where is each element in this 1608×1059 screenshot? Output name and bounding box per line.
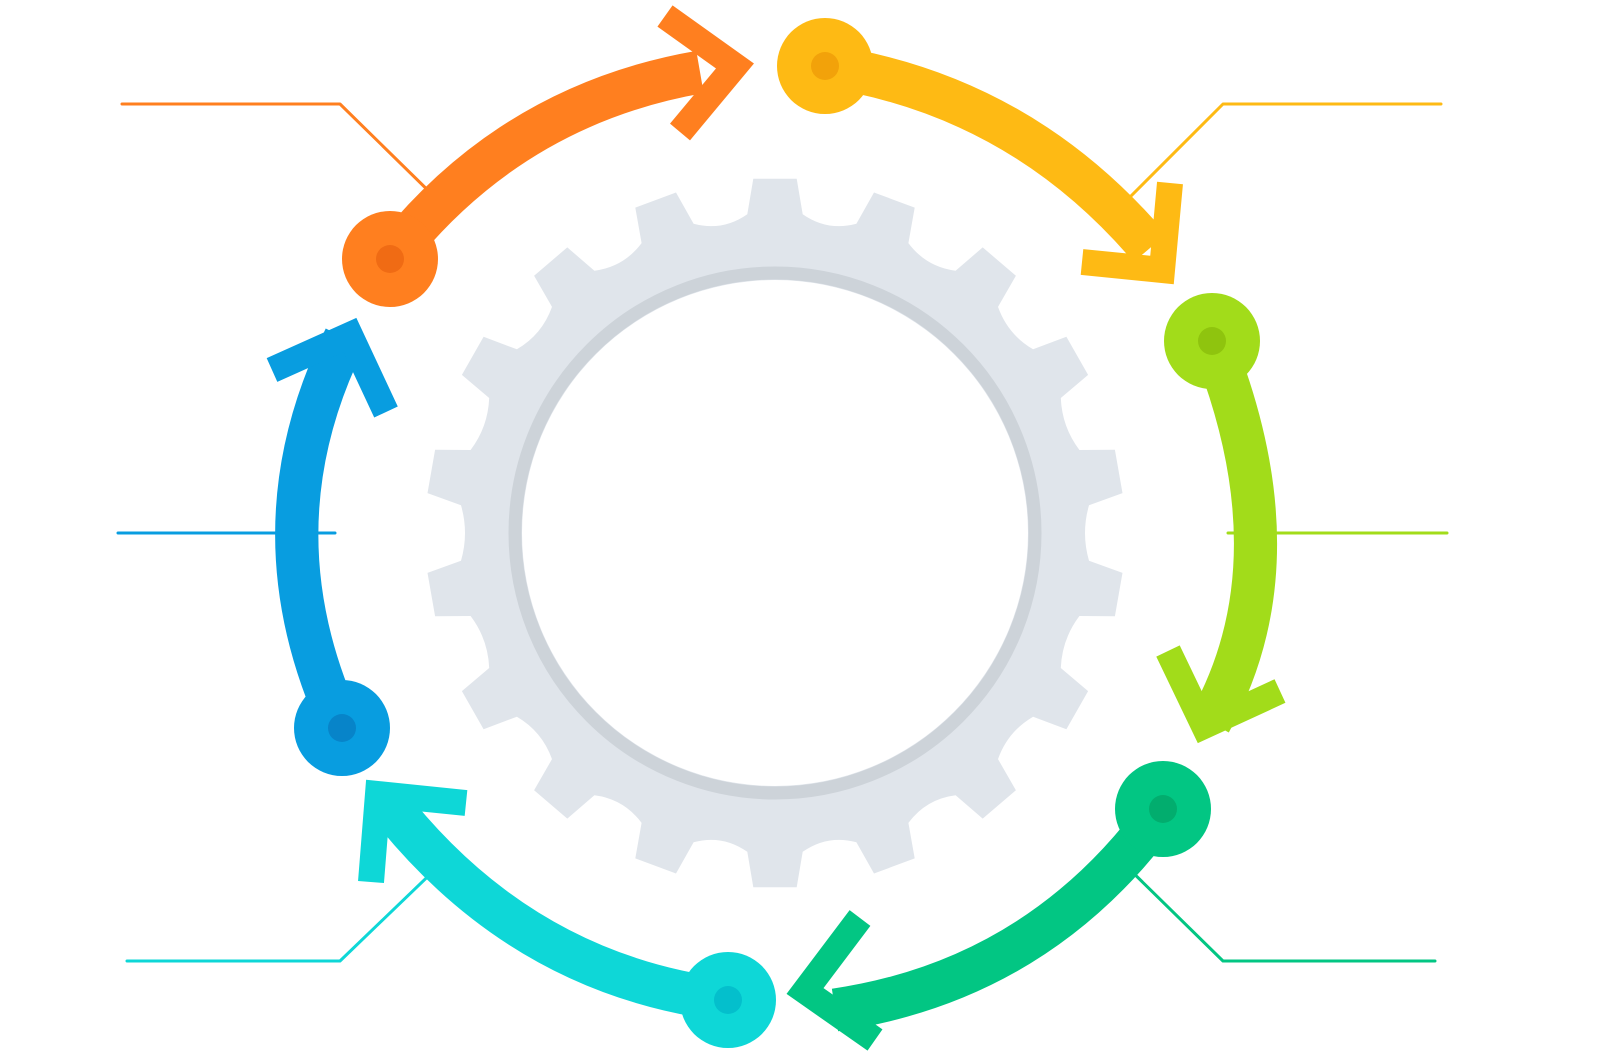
arrow-step-6 — [266, 317, 398, 776]
arrow-step-1 — [342, 5, 754, 307]
arrow-step-2 — [777, 18, 1183, 285]
node-dot-step-2 — [811, 52, 839, 80]
arrow-step-3 — [1156, 293, 1286, 744]
arrow-shaft-step-5 — [367, 786, 731, 1022]
node-dot-step-4 — [1149, 795, 1177, 823]
node-dot-step-1 — [376, 245, 404, 273]
arrow-shaft-step-4 — [831, 796, 1181, 1032]
center-gear — [427, 178, 1123, 888]
node-dot-step-6 — [328, 714, 356, 742]
node-dot-step-3 — [1198, 327, 1226, 355]
arrow-head-step-4 — [786, 910, 883, 1051]
arrow-head-step-6 — [266, 317, 398, 418]
gear-center-hole — [522, 280, 1028, 786]
arrow-shaft-step-6 — [275, 328, 365, 738]
arrow-head-step-3 — [1156, 645, 1286, 744]
leader-line-step-2 — [1118, 102, 1443, 209]
arrow-shaft-step-3 — [1191, 332, 1277, 733]
arrow-head-step-2 — [1080, 181, 1183, 285]
arrow-shaft-step-2 — [821, 44, 1167, 262]
arrow-head-step-5 — [358, 779, 468, 884]
cycle-arrows — [266, 5, 1286, 1051]
arrow-step-5 — [358, 779, 776, 1048]
leader-line-step-5 — [125, 858, 447, 963]
arrow-step-4 — [786, 761, 1211, 1051]
arrow-head-step-1 — [657, 5, 754, 141]
gear-ring — [508, 266, 1042, 800]
node-dot-step-5 — [714, 986, 742, 1014]
leader-line-step-4 — [1118, 858, 1437, 963]
arrow-shaft-step-1 — [373, 50, 704, 273]
leader-line-step-1 — [120, 102, 447, 209]
